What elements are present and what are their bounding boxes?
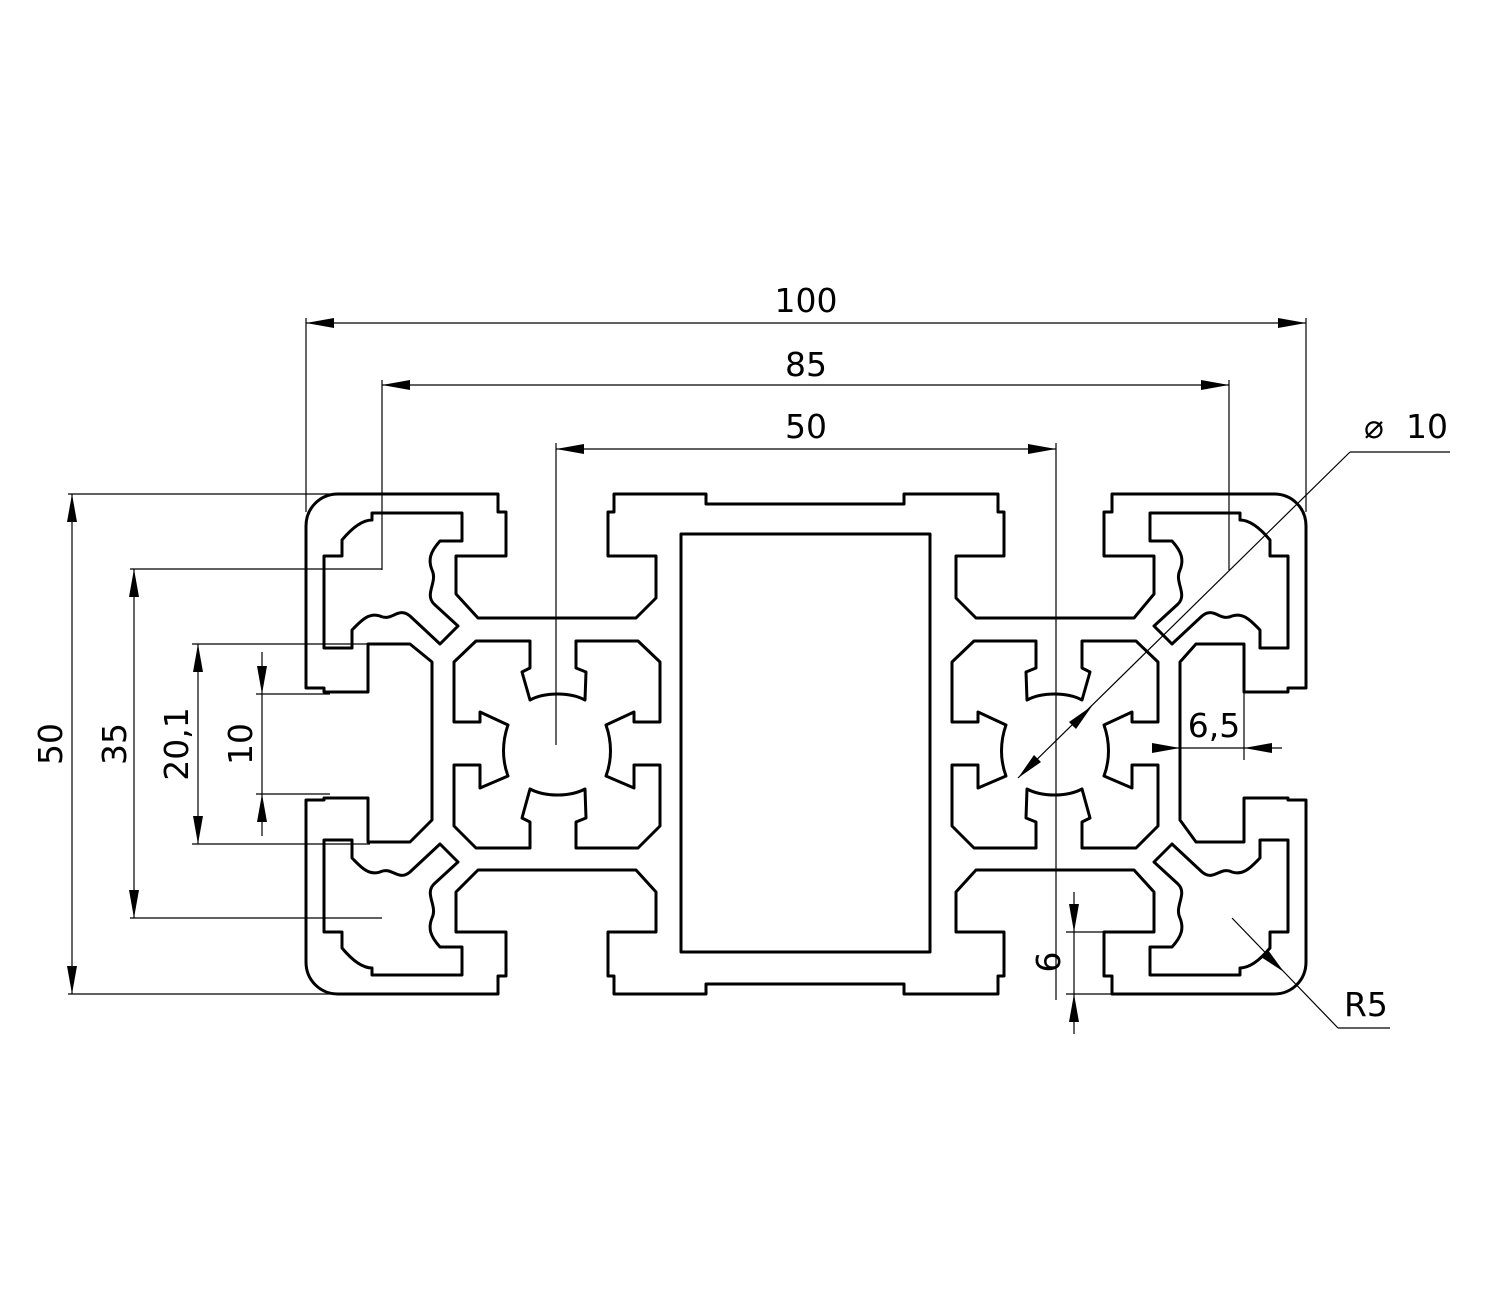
profile-outline <box>304 492 1308 996</box>
arrow <box>1261 950 1284 972</box>
arrow <box>1244 743 1272 753</box>
label-slot-spacing-height: 35 <box>95 723 134 765</box>
center-cavity <box>679 532 932 954</box>
dim-line-corner-radius <box>1231 917 1339 1029</box>
label-slot-spacing-width: 85 <box>785 345 827 384</box>
label-slot-depth: 6 <box>1029 952 1068 973</box>
arrow <box>193 644 203 672</box>
outer-contour <box>304 492 1308 996</box>
label-corner-radius: R5 <box>1344 985 1388 1024</box>
arrow <box>556 444 584 454</box>
label-slot-width: 10 <box>221 723 260 765</box>
arrow <box>1201 380 1229 390</box>
corner-cavity-top-left <box>322 511 464 650</box>
arrow <box>1152 743 1180 753</box>
arrow <box>257 666 267 694</box>
dimension-lines <box>67 318 1450 1034</box>
arrow <box>67 966 77 994</box>
arrow <box>382 380 410 390</box>
arrow <box>1028 444 1056 454</box>
arrow <box>129 890 139 918</box>
extension-lines <box>68 318 1307 1000</box>
arrow <box>129 569 139 597</box>
label-overall-width: 100 <box>775 281 838 320</box>
arrow <box>1278 318 1306 328</box>
dimension-labels: 100 85 50 ⌀ 10 50 35 20,1 10 6,5 6 R5 <box>31 281 1448 1024</box>
arrow <box>1069 904 1079 932</box>
label-bore-diameter: 10 <box>1406 407 1448 446</box>
arrow <box>1018 755 1041 778</box>
arrow <box>67 494 77 522</box>
label-slot-opening: 20,1 <box>157 707 196 780</box>
arrow <box>1069 706 1092 729</box>
corner-cavity-bottom-left <box>322 838 464 977</box>
label-bore-diameter-symbol: ⌀ <box>1364 407 1384 446</box>
label-wall-thickness: 6,5 <box>1188 706 1240 745</box>
dim-line-bore-diameter <box>1017 451 1351 779</box>
label-center-spacing: 50 <box>785 407 827 446</box>
label-overall-height: 50 <box>31 723 70 765</box>
core-cell-left <box>452 639 662 850</box>
core-cell-right <box>950 639 1160 850</box>
arrow <box>306 318 334 328</box>
arrow <box>193 816 203 844</box>
arrow <box>1069 994 1079 1022</box>
arrow <box>257 794 267 822</box>
